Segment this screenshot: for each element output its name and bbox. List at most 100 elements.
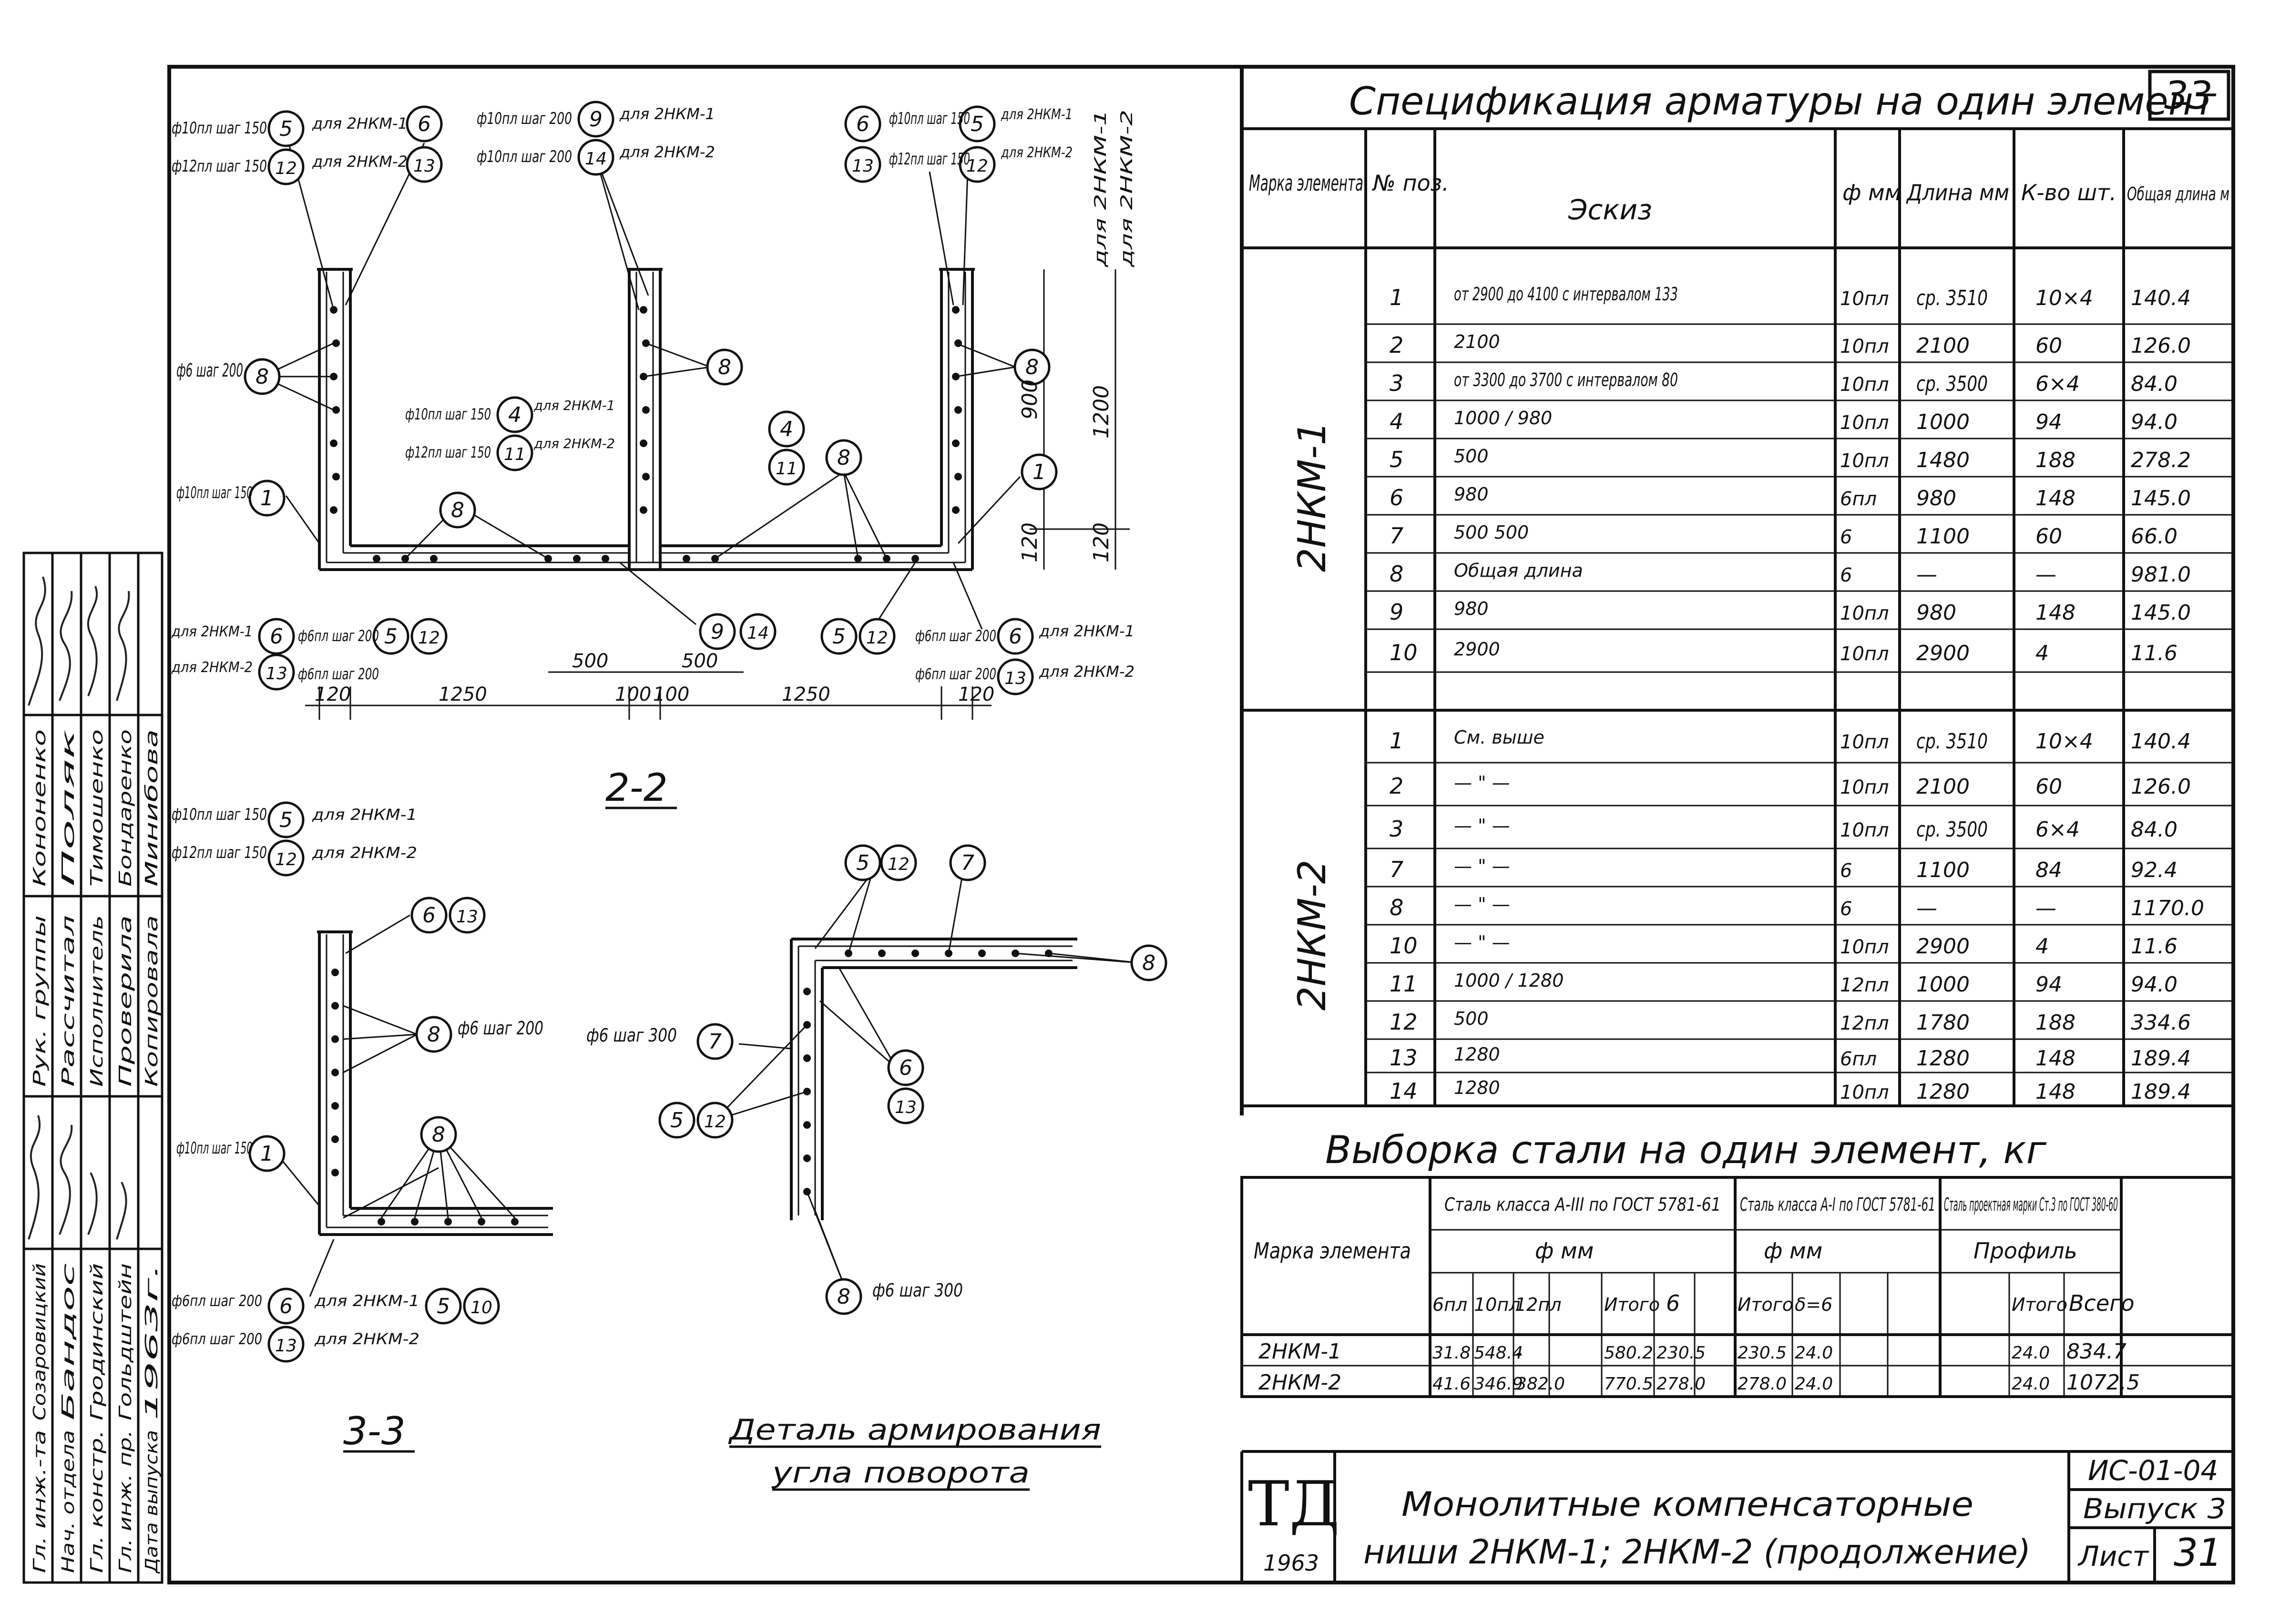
spec-sketch: 500 [1454, 1008, 1489, 1029]
steel-dmm2: ф мм [1764, 1238, 1822, 1264]
hdr-mark: Марка элемента [1249, 170, 1363, 196]
position-marker [696, 1023, 734, 1060]
spec-count: 148 [2035, 1080, 2076, 1104]
steel-title: Выборка стали на один элемент, кг [1325, 1128, 2047, 1172]
callout-label: для 2НКМ-1 [312, 114, 408, 133]
dimension-value: 500 [682, 650, 718, 672]
position-marker [825, 1278, 862, 1315]
position-marker-number: 14 [585, 149, 607, 169]
steel-dmm: ф мм [1535, 1238, 1594, 1264]
spec-total: 140.4 [2131, 729, 2191, 754]
position-marker-number: 12 [866, 628, 888, 648]
position-marker-number: 10 [470, 1298, 492, 1318]
spec-length: 1280 [1916, 1046, 1970, 1071]
sheet-label: Лист [2077, 1540, 2149, 1573]
position-marker [887, 1049, 924, 1086]
spec-length: ср. 3510 [1916, 729, 1988, 754]
position-marker [844, 105, 881, 143]
spec-length: 1780 [1916, 1011, 1970, 1035]
spec-length: ср. 3510 [1916, 286, 1988, 310]
spec-length: 1000 [1916, 410, 1970, 434]
steel-itogo3: 24.0 [2012, 1343, 2050, 1363]
spec-total: 145.0 [2131, 601, 2191, 625]
position-marker-number: 5 [856, 851, 869, 875]
stamp-role2: Рассчитал [59, 915, 78, 1087]
spec-pos: 9 [1390, 599, 1403, 625]
spec-count: 60 [2035, 775, 2062, 799]
callout-label: ф10пл шаг 150 [176, 483, 253, 502]
spec-pos: 14 [1390, 1078, 1418, 1104]
spec-pos: 13 [1390, 1045, 1418, 1071]
spec-title: Спецификация арматуры на один элемент [1349, 79, 2217, 123]
spec-sketch: — " — [1454, 894, 1510, 915]
section-3-3-bars [331, 969, 519, 1226]
spec-total: 94.0 [2131, 972, 2178, 997]
spec-total: 84.0 [2131, 817, 2178, 842]
corner-detail-bars [803, 950, 1053, 1195]
steel-class3: Сталь класса А-III по ГОСТ 5781-61 [1444, 1194, 1721, 1215]
spec-count: 148 [2035, 1046, 2076, 1071]
spec-length: 2900 [1916, 641, 1970, 665]
callout-label: ф6 шаг 300 [586, 1025, 677, 1046]
spec-length: 980 [1916, 601, 1956, 625]
position-marker-number: 4 [780, 417, 793, 441]
callout-label: ф12пл шаг 150 [172, 843, 267, 862]
title-block-grid [1240, 1450, 2233, 1583]
section-3-3-title: 3-3 [343, 1409, 406, 1453]
position-marker-number: 12 [275, 159, 297, 178]
spec-pos: 4 [1390, 409, 1403, 434]
position-marker [406, 105, 443, 143]
position-marker-number: 8 [718, 355, 731, 379]
spec-count: — [2035, 896, 2056, 920]
spec-pos: 3 [1390, 370, 1403, 396]
sheet-value: 31 [2174, 1531, 2222, 1575]
spec-pos: 6 [1390, 485, 1403, 511]
stamp-name: Гольдштейн [116, 1263, 135, 1420]
steel-6pl: 41.6 [1432, 1374, 1471, 1394]
position-marker [739, 613, 777, 650]
position-marker [699, 613, 736, 650]
spec-dia: 10пл [1840, 776, 1889, 798]
spec-length: ср. 3500 [1916, 372, 1988, 396]
callout-label: для 2НКМ-2 [619, 143, 715, 161]
position-marker [267, 1326, 305, 1363]
spec-dia: 12пл [1840, 974, 1889, 996]
spec-count: 148 [2035, 486, 2076, 511]
spec-dia: 6 [1840, 564, 1852, 586]
position-marker-number: 6 [899, 1056, 912, 1080]
position-marker [420, 1116, 457, 1153]
position-marker-number: 8 [451, 498, 464, 522]
spec-dia: 10пл [1840, 374, 1889, 396]
drawing-labels: ф10пл шаг 150 ф12пл шаг 150 для 2НКМ-1 для … [171, 105, 1136, 1348]
steel-total: 1072.5 [2066, 1370, 2140, 1395]
stamp-role: Гл. инж.-та [30, 1430, 50, 1573]
position-marker [887, 1087, 924, 1124]
position-marker [844, 844, 881, 881]
stamp-role2: Проверила [116, 915, 135, 1087]
section-2-2-title: 2-2 [605, 766, 668, 810]
position-marker-number: 4 [508, 403, 521, 427]
spec-pos: 5 [1390, 447, 1403, 472]
callout-label: для 2НКМ-1 [1039, 622, 1135, 640]
position-marker-number: 7 [708, 1030, 722, 1054]
spec-length: 1480 [1916, 448, 1970, 472]
sheet-number-box: 33 [2148, 70, 2230, 121]
position-marker [410, 897, 448, 934]
section-2-2-bars [330, 306, 962, 562]
spec-dia: 10пл [1840, 731, 1889, 753]
steel-12pl: 382.0 [1516, 1374, 1565, 1394]
position-marker-number: 12 [888, 855, 910, 874]
stamp-name: Гродинский [87, 1263, 107, 1420]
steel-col-10pl: 10пл [1474, 1294, 1521, 1315]
position-marker-number: 1 [260, 1142, 274, 1166]
position-marker-number: 13 [266, 664, 287, 684]
stamp-name2: Кононенко [30, 729, 50, 887]
position-marker-number: 5 [971, 112, 984, 136]
position-marker-number: 13 [1004, 669, 1026, 688]
steel-mark: 2НКМ-2 [1258, 1370, 1341, 1395]
steel-vsego: Всего [2069, 1290, 2134, 1316]
spec-total: 334.6 [2131, 1011, 2191, 1035]
position-marker [406, 146, 443, 183]
